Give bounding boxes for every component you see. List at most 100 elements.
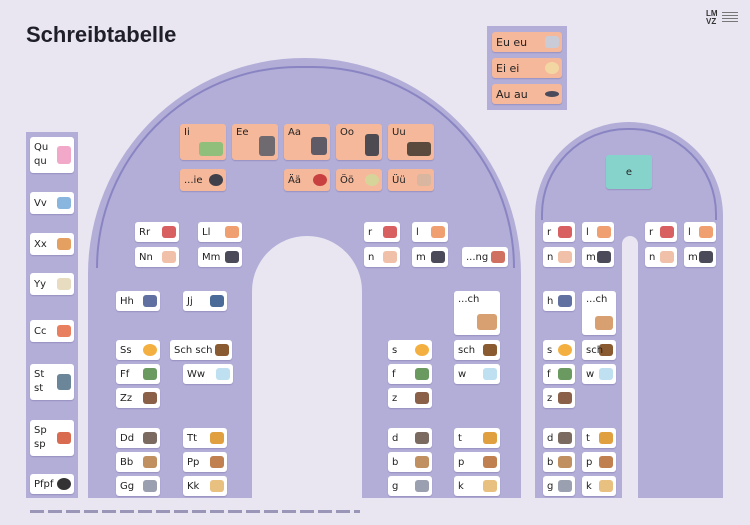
candle-icon — [483, 480, 497, 492]
apple-icon — [313, 174, 327, 186]
monkey-icon — [311, 137, 327, 156]
consonant-card: h — [543, 291, 575, 311]
sharpener-icon — [57, 432, 71, 444]
consonant-card: d — [388, 428, 432, 448]
rose-icon — [660, 226, 674, 238]
cloud-icon — [483, 368, 497, 380]
lamp-icon — [225, 226, 239, 238]
left-card-qu: Qu qu — [30, 137, 74, 173]
consonant-card: s — [543, 340, 575, 360]
can-icon — [143, 432, 157, 444]
brush-icon — [558, 456, 572, 468]
rose-icon — [383, 226, 397, 238]
diphthong-card: Au au — [492, 84, 562, 104]
yak-icon — [57, 278, 71, 290]
can-icon — [415, 432, 429, 444]
pan-icon — [57, 478, 71, 490]
egg-icon — [545, 62, 559, 74]
consonant-card: sch — [582, 340, 616, 360]
feather-icon — [143, 368, 157, 380]
oven-icon — [365, 133, 379, 156]
consonant-card: ...ng — [462, 247, 508, 267]
candle-icon — [599, 480, 613, 492]
jellyfish-icon — [57, 146, 71, 164]
consonant-card: Gg — [116, 476, 160, 496]
bird-icon — [57, 197, 71, 209]
left-card-sp: Sp sp — [30, 420, 74, 456]
vowel-card-oe: Öö — [336, 169, 382, 191]
donkey-icon — [259, 136, 275, 157]
big-arch-opening — [252, 236, 362, 498]
diphthong-card: Eu eu — [492, 32, 562, 52]
cap-icon — [417, 174, 431, 186]
clown-icon — [57, 325, 71, 337]
feather-icon — [558, 368, 572, 380]
consonant-card: b — [388, 452, 432, 472]
left-card-v: Vv — [30, 192, 74, 214]
trousers-icon — [143, 295, 157, 307]
coat-icon — [699, 251, 713, 263]
cup-icon — [483, 432, 497, 444]
bread-icon — [595, 315, 613, 330]
vowel-card-i: Ii — [180, 124, 226, 160]
vowel-card-o: Oo — [336, 124, 382, 160]
consonant-card: n — [543, 247, 575, 267]
left-card-c: Cc — [30, 320, 74, 342]
cloud-icon — [599, 368, 613, 380]
rose-icon — [162, 226, 176, 238]
consonant-card: l — [412, 222, 448, 242]
consonant-card: Rr — [135, 222, 179, 242]
nose-icon — [660, 251, 674, 263]
consonant-card: Mm — [198, 247, 242, 267]
consonant-card: Sch sch — [170, 340, 232, 360]
lamp-icon — [597, 226, 611, 238]
consonant-card: l — [582, 222, 614, 242]
consonant-card: Zz — [116, 388, 160, 408]
fork-icon — [558, 480, 572, 492]
nose-icon — [383, 251, 397, 263]
consonant-card: p — [454, 452, 500, 472]
consonant-card: n — [645, 247, 677, 267]
left-card-x: Xx — [30, 233, 74, 255]
oil-icon — [365, 174, 379, 186]
consonant-card: z — [543, 388, 575, 408]
consonant-card: t — [582, 428, 616, 448]
consonant-card: k — [582, 476, 616, 496]
vowel-card-a: Aa — [284, 124, 330, 160]
feather-icon — [415, 368, 429, 380]
consonant-card: g — [388, 476, 432, 496]
pliers-icon — [491, 251, 505, 263]
teal-card-e: e — [606, 155, 652, 189]
consonant-card: m — [684, 247, 716, 267]
consonant-card: l — [684, 222, 716, 242]
coat-icon — [597, 251, 611, 263]
fork-icon — [143, 480, 157, 492]
consonant-card: Dd — [116, 428, 160, 448]
sun-icon — [143, 344, 157, 356]
consonant-card: r — [543, 222, 575, 242]
coat-icon — [225, 251, 239, 263]
nose-icon — [558, 251, 572, 263]
consonant-card: Tt — [183, 428, 227, 448]
brush-icon — [483, 456, 497, 468]
left-card-pf: Pfpf — [30, 474, 74, 494]
cup-icon — [599, 432, 613, 444]
consonant-card: m — [582, 247, 614, 267]
consonant-card: p — [582, 452, 616, 472]
page-title: Schreibtabelle — [26, 22, 177, 47]
brush-icon — [415, 456, 429, 468]
xylophone-icon — [57, 238, 71, 250]
sun-icon — [415, 344, 429, 356]
shoes-icon — [483, 344, 497, 356]
logo-lines — [722, 12, 738, 24]
diphthong-card: Ei ei — [492, 58, 562, 78]
eye-icon — [545, 91, 559, 97]
consonant-card: m — [412, 247, 448, 267]
consonant-card: d — [543, 428, 575, 448]
consonant-card: f — [388, 364, 432, 384]
vowel-card-ae: Ää — [284, 169, 330, 191]
island-icon — [199, 142, 223, 157]
footer-fine-print — [30, 510, 360, 513]
left-card-st: St st — [30, 364, 74, 400]
consonant-card: Ll — [198, 222, 242, 242]
